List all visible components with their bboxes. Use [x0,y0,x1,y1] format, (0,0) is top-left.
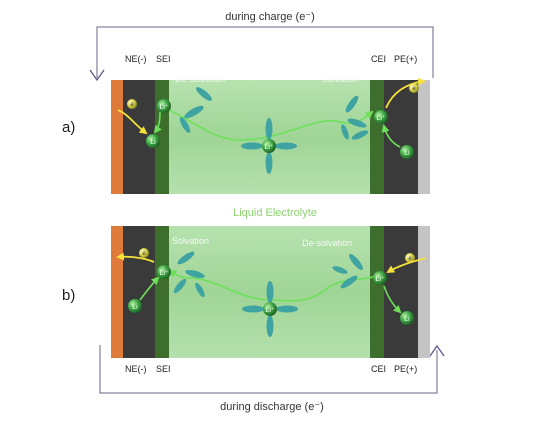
sei-label: SEI [156,54,171,64]
electron: e [139,248,149,258]
li-atom: Li [128,299,142,313]
panel-a: a) NE(-) SEI CEI PE(+) De-solvation Solv… [62,54,430,194]
panel-letter: b) [62,287,75,304]
ne-label: NE(-) [125,54,147,64]
reduction-arrow [153,111,162,134]
li-plus-label: Li⁺ [376,115,385,122]
li-ion: Li⁺ [374,110,388,124]
sei-label: SEI [156,364,171,374]
solvated-li-ion: Li⁺ [241,118,297,174]
positive-electrode [384,226,418,358]
electron: e [405,253,415,263]
pe-label: PE(+) [394,364,417,374]
li-label: Li [132,304,138,311]
electron-label: e [412,86,416,92]
cei-layer [370,226,384,358]
discharge-label: during discharge (e⁻) [220,401,324,413]
positive-current-collector [418,80,430,194]
electron-arrow [386,257,427,274]
cei-label: CEI [371,364,386,374]
positive-current-collector [418,226,430,358]
panel-b: b) NE(-) SEI CEI PE(+) Solvation De-solv… [62,226,430,374]
li-plus-label: Li⁺ [264,144,273,151]
negative-current-collector [111,226,123,358]
negative-electrode [123,226,155,358]
positive-electrode [384,80,418,194]
panel-letter: a) [62,119,75,136]
solvent-molecules [173,251,205,298]
reduction-arrow [383,285,402,314]
li-plus-label: Li⁺ [375,276,384,283]
li-ion: Li⁺ [373,271,387,285]
solvent-molecules [179,87,212,133]
pe-label: PE(+) [394,54,417,64]
li-label: Li [150,139,156,146]
electron: e [127,99,137,109]
left-process-label: Solvation [172,236,209,246]
cei-layer [370,80,384,194]
li-label: Li [404,316,410,323]
discharge-circuit-line [99,344,445,394]
electron-label: e [408,256,412,262]
solvent-molecules [341,95,369,140]
right-process-label: Solvation [322,74,359,84]
electron-label: e [130,102,134,108]
electron-arrow [116,252,155,263]
li-ion: Li⁺ [157,265,171,279]
electron-label: e [142,251,146,257]
sei-layer [155,226,169,358]
charge-label: during charge (e⁻) [225,11,315,23]
electrolyte-label: Liquid Electrolyte [233,207,317,219]
oxidation-arrow [381,124,401,148]
oxidation-arrow [139,276,160,301]
li-plus-label: Li⁺ [159,104,168,111]
li-atom: Li [400,145,414,159]
right-process-label: De-solvation [302,238,352,248]
ne-label: NE(-) [125,364,147,374]
left-process-label: De-solvation [175,74,225,84]
charge-circuit-line [89,26,434,82]
electron-arrow [385,77,426,109]
li-atom: Li [400,311,414,325]
negative-current-collector [111,80,123,194]
li-plus-label: Li⁺ [159,270,168,277]
solvated-li-ion: Li⁺ [242,281,298,337]
li-plus-label: Li⁺ [265,307,274,314]
electron: e [409,83,419,93]
electron-arrow [117,109,148,135]
solvent-molecules [332,254,363,289]
li-atom: Li [146,134,160,148]
li-ion: Li⁺ [157,99,171,113]
cei-label: CEI [371,54,386,64]
li-label: Li [404,150,410,157]
